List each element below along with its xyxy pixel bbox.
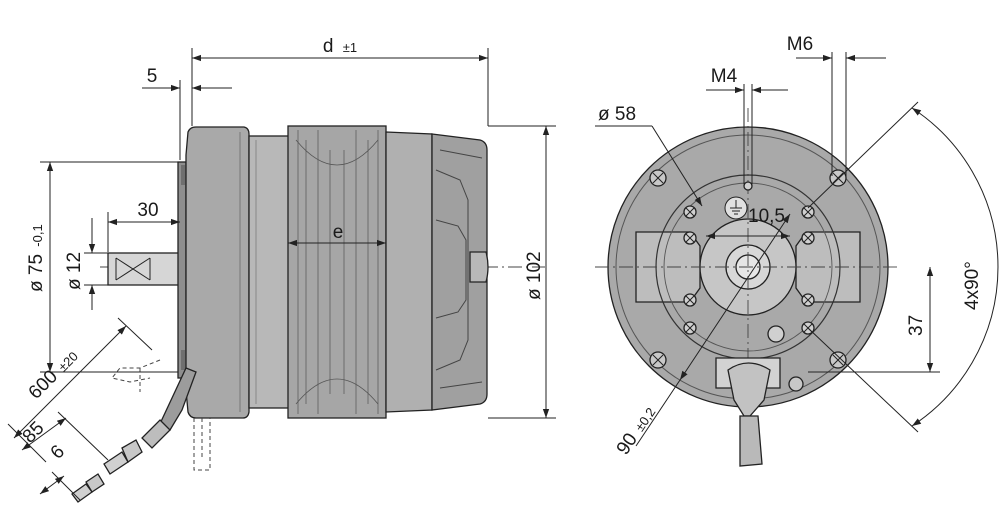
dim-flange-thickness: 5 (142, 66, 232, 160)
dim-terminal-length: 6 (39, 441, 81, 501)
dim-102-label: ø 102 (524, 251, 545, 300)
cable-assembly (71, 359, 211, 503)
dim-body-diameter: ø 102 (488, 125, 556, 419)
side-view: d ±1 5 30 e ø 75 (7, 36, 556, 503)
dim-5-label: 5 (147, 66, 158, 87)
dim-6-label: 6 (47, 441, 69, 463)
dim-30-label: 30 (137, 200, 158, 221)
dim-m6: M6 (787, 34, 886, 176)
dim-4x90-label: 4x90° (962, 261, 983, 310)
svg-text:d ±1: d ±1 (323, 36, 357, 57)
cable-gland (715, 357, 781, 467)
svg-text:ø 75 -0,1: ø 75 -0,1 (26, 224, 47, 292)
shaft (107, 252, 183, 286)
dim-85-label: 85 (19, 418, 49, 448)
dim-75-label: ø 75 (26, 254, 47, 292)
svg-text:90 ±0,2: 90 ±0,2 (613, 403, 660, 459)
dim-90-tolerance: ±0,2 (632, 405, 659, 434)
dim-stator-width: e (288, 222, 386, 247)
dim-600-tolerance: ±20 (55, 349, 81, 375)
svg-text:600 ±20: 600 ±20 (25, 346, 83, 404)
dim-m4: M4 (706, 66, 788, 184)
front-housing (185, 126, 290, 419)
dim-d-tolerance: ±1 (343, 40, 357, 55)
dim-d-label: d (323, 36, 334, 57)
earth-symbol-icon (724, 196, 748, 220)
dim-10-5-label: 10,5 (748, 206, 785, 227)
dim-90-label: 90 (613, 430, 642, 459)
flange-plate (177, 161, 187, 379)
dim-overall-length: d ±1 (191, 36, 489, 126)
dim-58-label: ø 58 (598, 104, 636, 125)
front-view: ø 58 M4 M6 10,5 37 (595, 34, 999, 467)
dim-600-label: 600 (25, 366, 62, 403)
dim-m4-label: M4 (711, 66, 738, 87)
dim-shaft-length: 30 (107, 200, 180, 252)
dim-bolt-circle: ø 58 (595, 104, 703, 207)
dim-75-tolerance: -0,1 (30, 224, 45, 246)
dim-37-label: 37 (906, 315, 927, 336)
stator (287, 125, 387, 419)
dim-m6-label: M6 (787, 34, 813, 55)
rear-housing (385, 131, 489, 413)
dim-12-label: ø 12 (64, 252, 85, 290)
outer-mounting-holes (649, 169, 847, 392)
dim-e-label: e (333, 222, 344, 243)
dim-angular-pattern: 4x90° (807, 101, 999, 433)
dim-shaft-diameter: ø 12 (64, 218, 108, 310)
